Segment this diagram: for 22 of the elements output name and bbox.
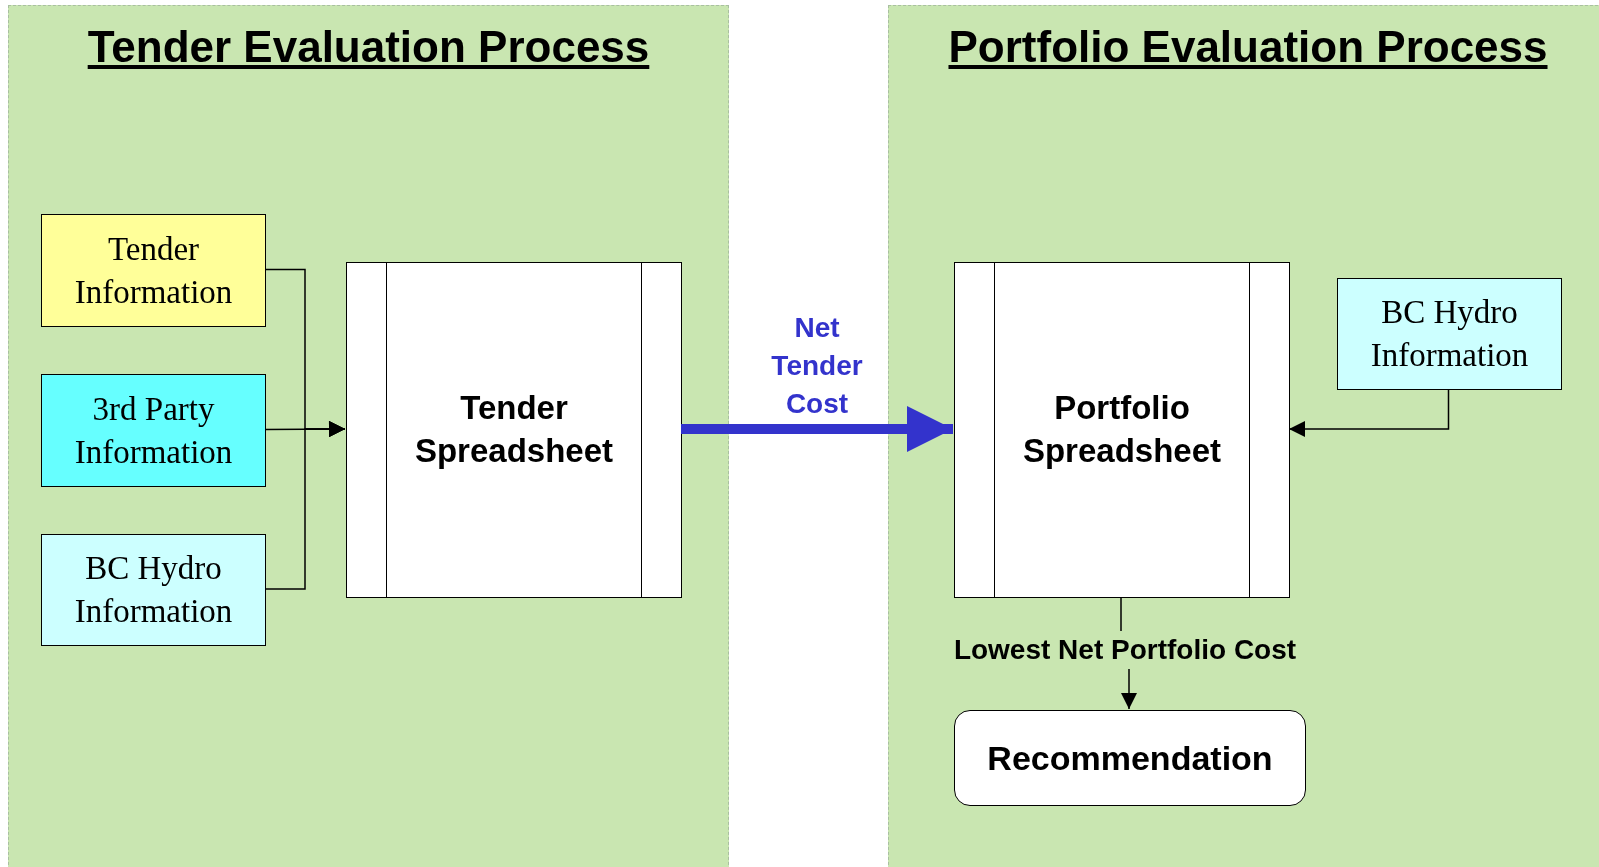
node-label: Portfolio Spreadsheet (1021, 388, 1223, 471)
input-box (41, 534, 266, 646)
panel-heading: Tender Evaluation Process (86, 22, 651, 72)
process-panel (888, 5, 1599, 867)
terminal-box (954, 710, 1306, 806)
process-panel (8, 5, 729, 867)
spreadsheet-box (954, 262, 1290, 598)
arrow (264, 421, 346, 590)
node-label: Recommendation (987, 738, 1273, 778)
input-box (41, 214, 266, 327)
panel-heading: Portfolio Evaluation Process (947, 22, 1549, 72)
node-label: BC Hydro Information (1369, 293, 1530, 375)
input-box (1337, 278, 1562, 390)
node-label: 3rd Party Information (73, 389, 234, 472)
node-label: BC Hydro Information (73, 549, 234, 631)
spreadsheet-box (346, 262, 682, 598)
edge-label: Net Tender Cost (770, 311, 864, 421)
arrow (1288, 388, 1450, 437)
arrow (681, 406, 953, 452)
node-label: Tender Information (73, 229, 234, 312)
node-label: Tender Spreadsheet (413, 388, 615, 471)
input-box (41, 374, 266, 487)
